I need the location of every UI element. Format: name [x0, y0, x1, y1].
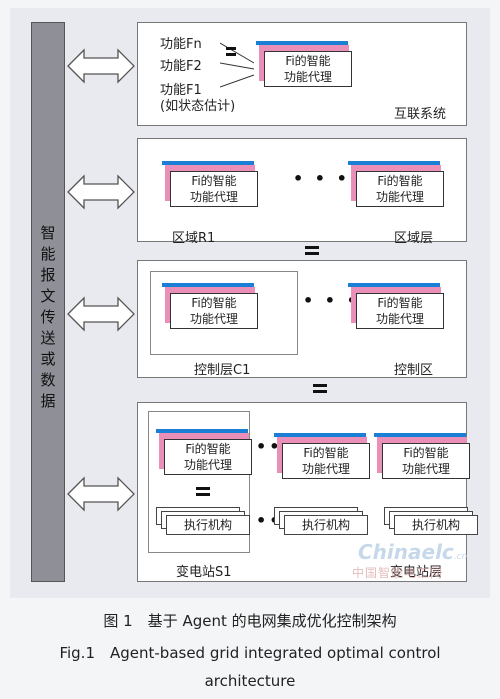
equals-connector	[313, 384, 327, 393]
message-bus-label: 智能报文传送或数据	[40, 224, 56, 410]
equals-connector	[305, 246, 319, 255]
substation-label: 变电站S1	[176, 565, 232, 580]
interconnected-system-panel: 功能Fn 功能F2 功能F1 (如状态估计) Fi的智能功能代理 互联系统	[137, 22, 467, 126]
actuator-box: 执行机构	[384, 507, 480, 535]
ellipsis: • • •	[293, 169, 350, 188]
substation-box	[148, 411, 250, 553]
agent-label: Fi的智能功能代理	[170, 171, 258, 207]
function-f2-label: 功能F2	[160, 59, 202, 74]
panel-title: 变电站层	[390, 565, 443, 580]
agent-label: Fi的智能功能代理	[164, 439, 252, 475]
function-fn-label: 功能Fn	[160, 37, 202, 52]
watermark-site: 中国智能电工网	[352, 566, 444, 580]
agent-box: Fi的智能功能代理	[348, 161, 444, 207]
function-f1-note: (如状态估计)	[160, 99, 236, 114]
ellipsis: ••	[256, 511, 283, 530]
agent-label: Fi的智能功能代理	[356, 293, 444, 329]
watermark-logo: Chinaelc.cn 中国智能电工网	[352, 540, 482, 582]
double-arrow-icon	[67, 476, 135, 512]
panel-title: 互联系统	[394, 107, 447, 122]
watermark-brand: Chinaelc	[358, 540, 454, 564]
agent-label: Fi的智能功能代理	[282, 443, 370, 479]
agent-label: Fi的智能功能代理	[170, 293, 258, 329]
agent-label: Fi的智能功能代理	[382, 443, 470, 479]
actuator-label: 执行机构	[284, 515, 368, 535]
agent-box: Fi的智能功能代理	[156, 429, 252, 475]
control-area-panel: Fi的智能功能代理 • • • Fi的智能功能代理 控制层C1 控制区	[137, 260, 467, 378]
agent-box: Fi的智能功能代理	[162, 283, 258, 329]
actuator-box: 执行机构	[274, 507, 370, 535]
ellipsis: ••	[256, 437, 283, 456]
connector-lines	[220, 42, 255, 88]
message-bus: 智能报文传送或数据	[31, 22, 65, 582]
region-layer-panel: Fi的智能功能代理 • • • Fi的智能功能代理 区域R1 区域层	[137, 138, 467, 246]
actuator-label: 执行机构	[166, 515, 250, 535]
caption-chinese: 图 1 基于 Agent 的电网集成优化控制架构	[103, 612, 397, 630]
control-layer-label: 控制层C1	[194, 363, 251, 378]
actuator-label: 执行机构	[394, 515, 478, 535]
agent-box: Fi的智能功能代理	[374, 433, 470, 479]
agent-label: Fi的智能功能代理	[264, 51, 352, 87]
agent-box: Fi的智能功能代理	[162, 161, 258, 207]
substation-layer-panel: Fi的智能功能代理 •• Fi的智能功能代理 Fi的智能功能代理 执行机构 ••…	[137, 402, 478, 582]
control-layer-box	[150, 271, 298, 355]
region-label: 区域R1	[172, 231, 216, 246]
ellipsis: • • •	[303, 291, 360, 310]
panel-title: 区域层	[394, 231, 434, 246]
function-f1-label: 功能F1	[160, 83, 202, 98]
double-arrow-icon	[67, 296, 135, 332]
double-arrow-icon	[67, 174, 135, 210]
agent-label: Fi的智能功能代理	[356, 171, 444, 207]
agent-box: Fi的智能功能代理	[256, 41, 352, 87]
equals-connector	[196, 487, 210, 496]
watermark-domain: .cn	[453, 552, 468, 562]
agent-box: Fi的智能功能代理	[348, 283, 444, 329]
agent-box: Fi的智能功能代理	[274, 433, 370, 479]
actuator-box: 执行机构	[156, 507, 252, 535]
double-arrow-icon	[67, 48, 135, 84]
caption-english-line1: Fig.1 Agent-based grid integrated optima…	[59, 644, 441, 662]
panel-title: 控制区	[394, 363, 434, 378]
caption-english-line2: architecture	[204, 672, 296, 690]
